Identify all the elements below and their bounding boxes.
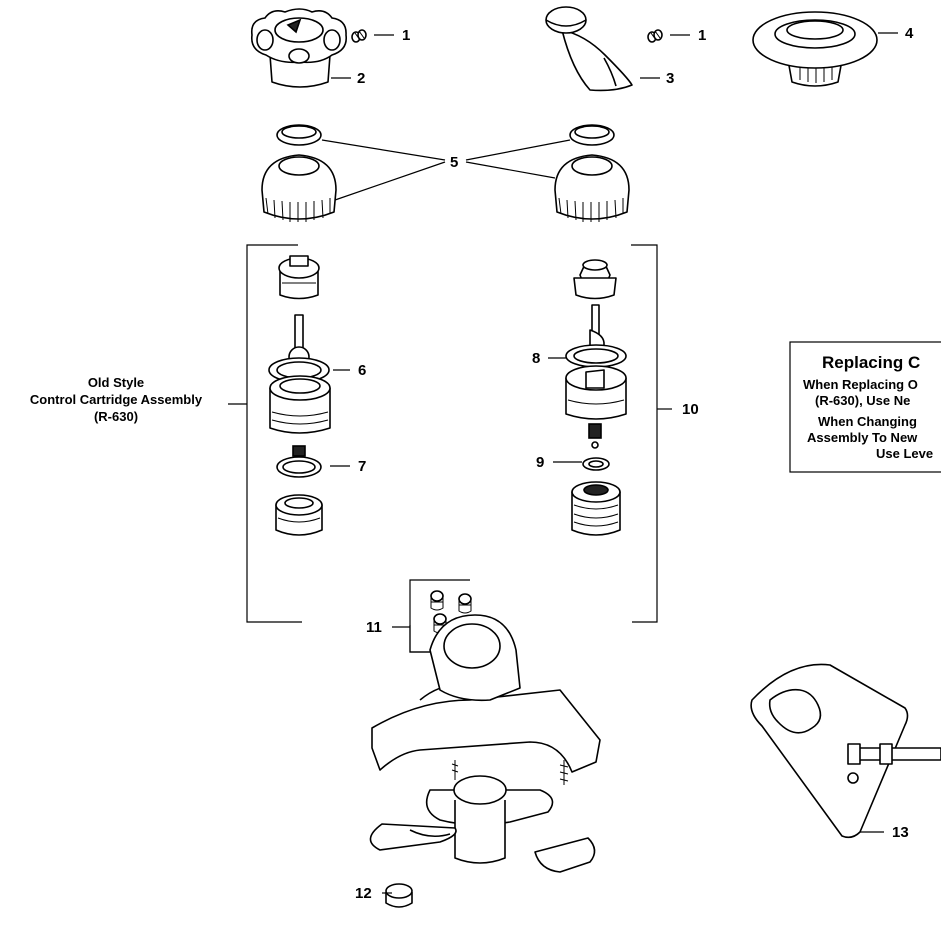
part-12-washer (385, 883, 413, 908)
new-style-cartridge-bracket (631, 244, 672, 623)
faucet-body (369, 614, 601, 873)
callout-4: 4 (905, 25, 914, 42)
callout-6: 6 (358, 362, 366, 379)
replacing-box-title: Replacing C (822, 353, 920, 372)
callout-1-left: 1 (402, 27, 410, 44)
old-style-line-2: Control Cartridge Assembly (30, 392, 203, 407)
old-style-line-1: Old Style (88, 375, 144, 390)
callout-5: 5 (450, 154, 458, 171)
callout-7: 7 (358, 458, 366, 475)
new-style-cartridge-parts (565, 259, 627, 536)
callout-12: 12 (355, 885, 372, 902)
part-5-left-ring-and-cap (261, 124, 337, 222)
replacing-box-line-3: When Changing (818, 414, 917, 429)
old-style-cartridge-bracket (228, 244, 302, 623)
callout-8: 8 (532, 350, 540, 367)
callout-labels: 1 2 1 3 4 5 6 7 8 9 10 11 12 13 (355, 25, 914, 902)
part-2-knob-handle (250, 8, 348, 88)
old-style-cartridge-parts (268, 255, 331, 536)
callout-2: 2 (357, 70, 365, 87)
callout-10: 10 (682, 401, 699, 418)
callout-9: 9 (536, 454, 544, 471)
part-4-cap (752, 11, 878, 87)
replacing-box-line-2: (R-630), Use Ne (815, 393, 910, 408)
replacing-info-box: Replacing C When Replacing O (R-630), Us… (789, 341, 941, 473)
callout-1-right: 1 (698, 27, 706, 44)
part-3-lever-handle (545, 6, 633, 92)
part-5-right-ring-and-cap (554, 124, 630, 222)
replacing-box-line-4: Assembly To New (807, 430, 918, 445)
callout-3: 3 (666, 70, 674, 87)
part-1-set-screw-right (647, 29, 663, 43)
old-style-label: Old Style Control Cartridge Assembly (R-… (30, 375, 203, 424)
leader-lines (321, 32, 898, 894)
old-style-line-3: (R-630) (94, 409, 138, 424)
replacing-box-line-1: When Replacing O (803, 377, 918, 392)
callout-13: 13 (892, 824, 909, 841)
part-13-mounting-plate (750, 663, 941, 839)
replacing-box-line-5: Use Leve (876, 446, 933, 461)
callout-11: 11 (366, 619, 382, 636)
part-1-set-screw-left (351, 29, 367, 43)
